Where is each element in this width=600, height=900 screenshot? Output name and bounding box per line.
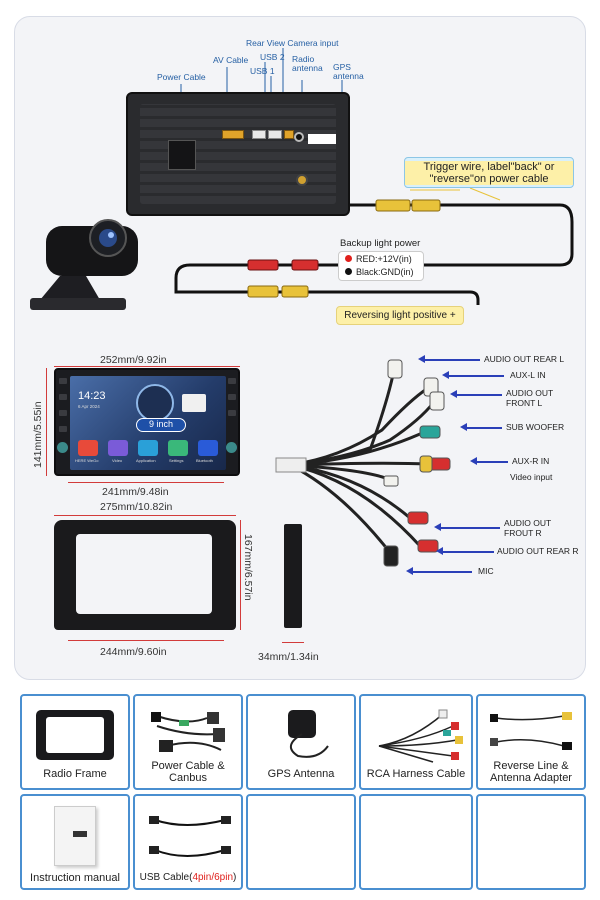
app-label-settings: Settings	[169, 458, 184, 463]
rca-mic: MIC	[478, 566, 494, 576]
dim-frame-height: 167mm/6.57in	[242, 534, 254, 601]
dim-bracket-line	[282, 642, 304, 643]
usb-pin-count: 4pin/6pin	[192, 872, 234, 883]
dim-frame-width-top: 275mm/10.82in	[100, 501, 173, 513]
gps-antenna-port	[296, 174, 308, 186]
dim-radio-height: 141mm/5.55in	[32, 401, 44, 468]
dim-radio-width-bottom: 241mm/9.48in	[102, 486, 169, 498]
rca-audio-out-rear-l: AUDIO OUT REAR L	[484, 354, 565, 364]
card-usb-cable: USB Cable(4pin/6pin)	[133, 794, 243, 890]
rear-camera-icon	[30, 219, 138, 310]
reversing-light-callout: Reversing light positive +	[336, 306, 464, 325]
label-radio-antenna: Radio antenna	[292, 54, 323, 73]
radio-time: 14:23	[78, 390, 106, 402]
card-instruction-manual: Instruction manual	[20, 794, 130, 890]
dim-radio-bottom-line	[68, 482, 224, 483]
backup-legend: RED:+12V(in) Black:GND(in)	[338, 251, 424, 281]
card-label-reverse-line: Reverse Line & Antenna Adapter	[490, 760, 572, 784]
app-label-application: Application	[136, 458, 156, 463]
speedometer-icon	[136, 384, 174, 422]
rca-sub-woofer: SUB WOOFER	[506, 422, 565, 432]
dim-radio-width-top: 252mm/9.92in	[100, 354, 167, 366]
spec-sticker	[308, 134, 336, 144]
dim-frame-width-bottom: 244mm/9.60in	[100, 646, 167, 658]
app-label-bluetooth: Bluetooth	[196, 458, 213, 463]
card-label-instruction-manual: Instruction manual	[30, 872, 120, 884]
label-rear-view-input: Rear View Camera input	[246, 38, 339, 48]
card-rca-harness: RCA Harness Cable	[359, 694, 473, 790]
backup-title: Backup light power	[340, 238, 421, 249]
card-radio-frame: Radio Frame	[20, 694, 130, 790]
card-label-rca-harness: RCA Harness Cable	[366, 768, 466, 780]
black-dot-icon	[345, 268, 352, 275]
label-av-cable: AV Cable	[213, 55, 249, 65]
card-reverse-line: Reverse Line & Antenna Adapter	[476, 694, 586, 790]
usb-suffix: )	[233, 872, 237, 883]
label-gps-antenna: GPS antenna	[333, 62, 364, 81]
dim-frame-top-line	[54, 515, 236, 516]
app-video-icon	[108, 440, 128, 456]
frame-thumb	[36, 710, 114, 760]
power-connector	[168, 140, 196, 170]
radio-frame-drawing	[54, 520, 236, 630]
dim-bracket-depth: 34mm/1.34in	[258, 651, 319, 663]
dim-frame-bottom-line	[68, 640, 224, 641]
app-settings-icon	[168, 440, 188, 456]
trigger-wire-callout: Trigger wire, label"back" or "reverse"on…	[404, 157, 574, 188]
card-gps-antenna: GPS Antenna	[246, 694, 356, 790]
rca-audio-out-front-l: AUDIO OUT FRONT L	[506, 388, 554, 408]
side-bracket-drawing	[284, 524, 302, 628]
backup-black: Black:GND(in)	[356, 266, 414, 277]
app-bluetooth-icon	[198, 440, 218, 456]
card-label-power-cable: Power Cable & Canbus	[151, 760, 225, 784]
usb2-connector	[252, 130, 266, 139]
rca-aux-r-in: AUX-R IN	[512, 456, 550, 466]
trigger-line-2: "reverse"on power cable	[405, 173, 573, 185]
usb1-connector	[268, 130, 282, 139]
card-power-cable: Power Cable & Canbus	[133, 694, 243, 790]
manual-thumb	[54, 806, 96, 866]
radio-antenna-port	[294, 132, 304, 142]
usb-prefix: USB Cable(	[139, 872, 193, 883]
trigger-line-1: Trigger wire, label"back" or	[405, 161, 573, 173]
card-label-usb-cable: USB Cable(4pin/6pin)	[135, 872, 241, 884]
radio-date: 6 Apr 2024	[78, 404, 100, 409]
media-widget	[182, 394, 206, 412]
label-usb2: USB 2	[260, 52, 285, 62]
label-power-cable: Power Cable	[157, 72, 206, 82]
dim-frame-height-line	[240, 520, 241, 630]
head-unit-front: 14:23 6 Apr 2024 9 inch HERE WeGo Video …	[54, 368, 240, 476]
app-application-icon	[138, 440, 158, 456]
app-label-video: Video	[112, 458, 123, 463]
gps-puck-icon	[288, 710, 316, 738]
app-maps-icon	[78, 440, 98, 456]
card-label-gps-antenna: GPS Antenna	[267, 768, 335, 780]
head-unit-back-chassis	[126, 92, 350, 216]
size-badge: 9 inch	[136, 418, 186, 432]
backup-red: RED:+12V(in)	[356, 253, 412, 264]
rca-harness-drawing	[275, 359, 451, 567]
radio-screen: 14:23 6 Apr 2024 9 inch HERE WeGo Video …	[70, 376, 226, 470]
rca-audio-out-frout-r: AUDIO OUT FROUT R	[504, 518, 552, 538]
app-label-maps: HERE WeGo	[75, 458, 99, 463]
rca-aux-l-in: AUX-L IN	[510, 370, 546, 380]
dim-radio-top-line	[54, 366, 240, 367]
av-connector	[222, 130, 244, 139]
red-dot-icon	[345, 255, 352, 262]
dim-radio-height-line	[46, 368, 47, 476]
rca-audio-out-rear-r: AUDIO OUT REAR R	[497, 546, 579, 556]
card-empty-1	[246, 794, 356, 890]
label-usb1: USB 1	[250, 66, 275, 76]
card-label-radio-frame: Radio Frame	[43, 768, 107, 780]
card-empty-2	[359, 794, 473, 890]
rear-view-connector	[284, 130, 294, 139]
card-empty-3	[476, 794, 586, 890]
rca-video-input: Video input	[510, 472, 553, 482]
